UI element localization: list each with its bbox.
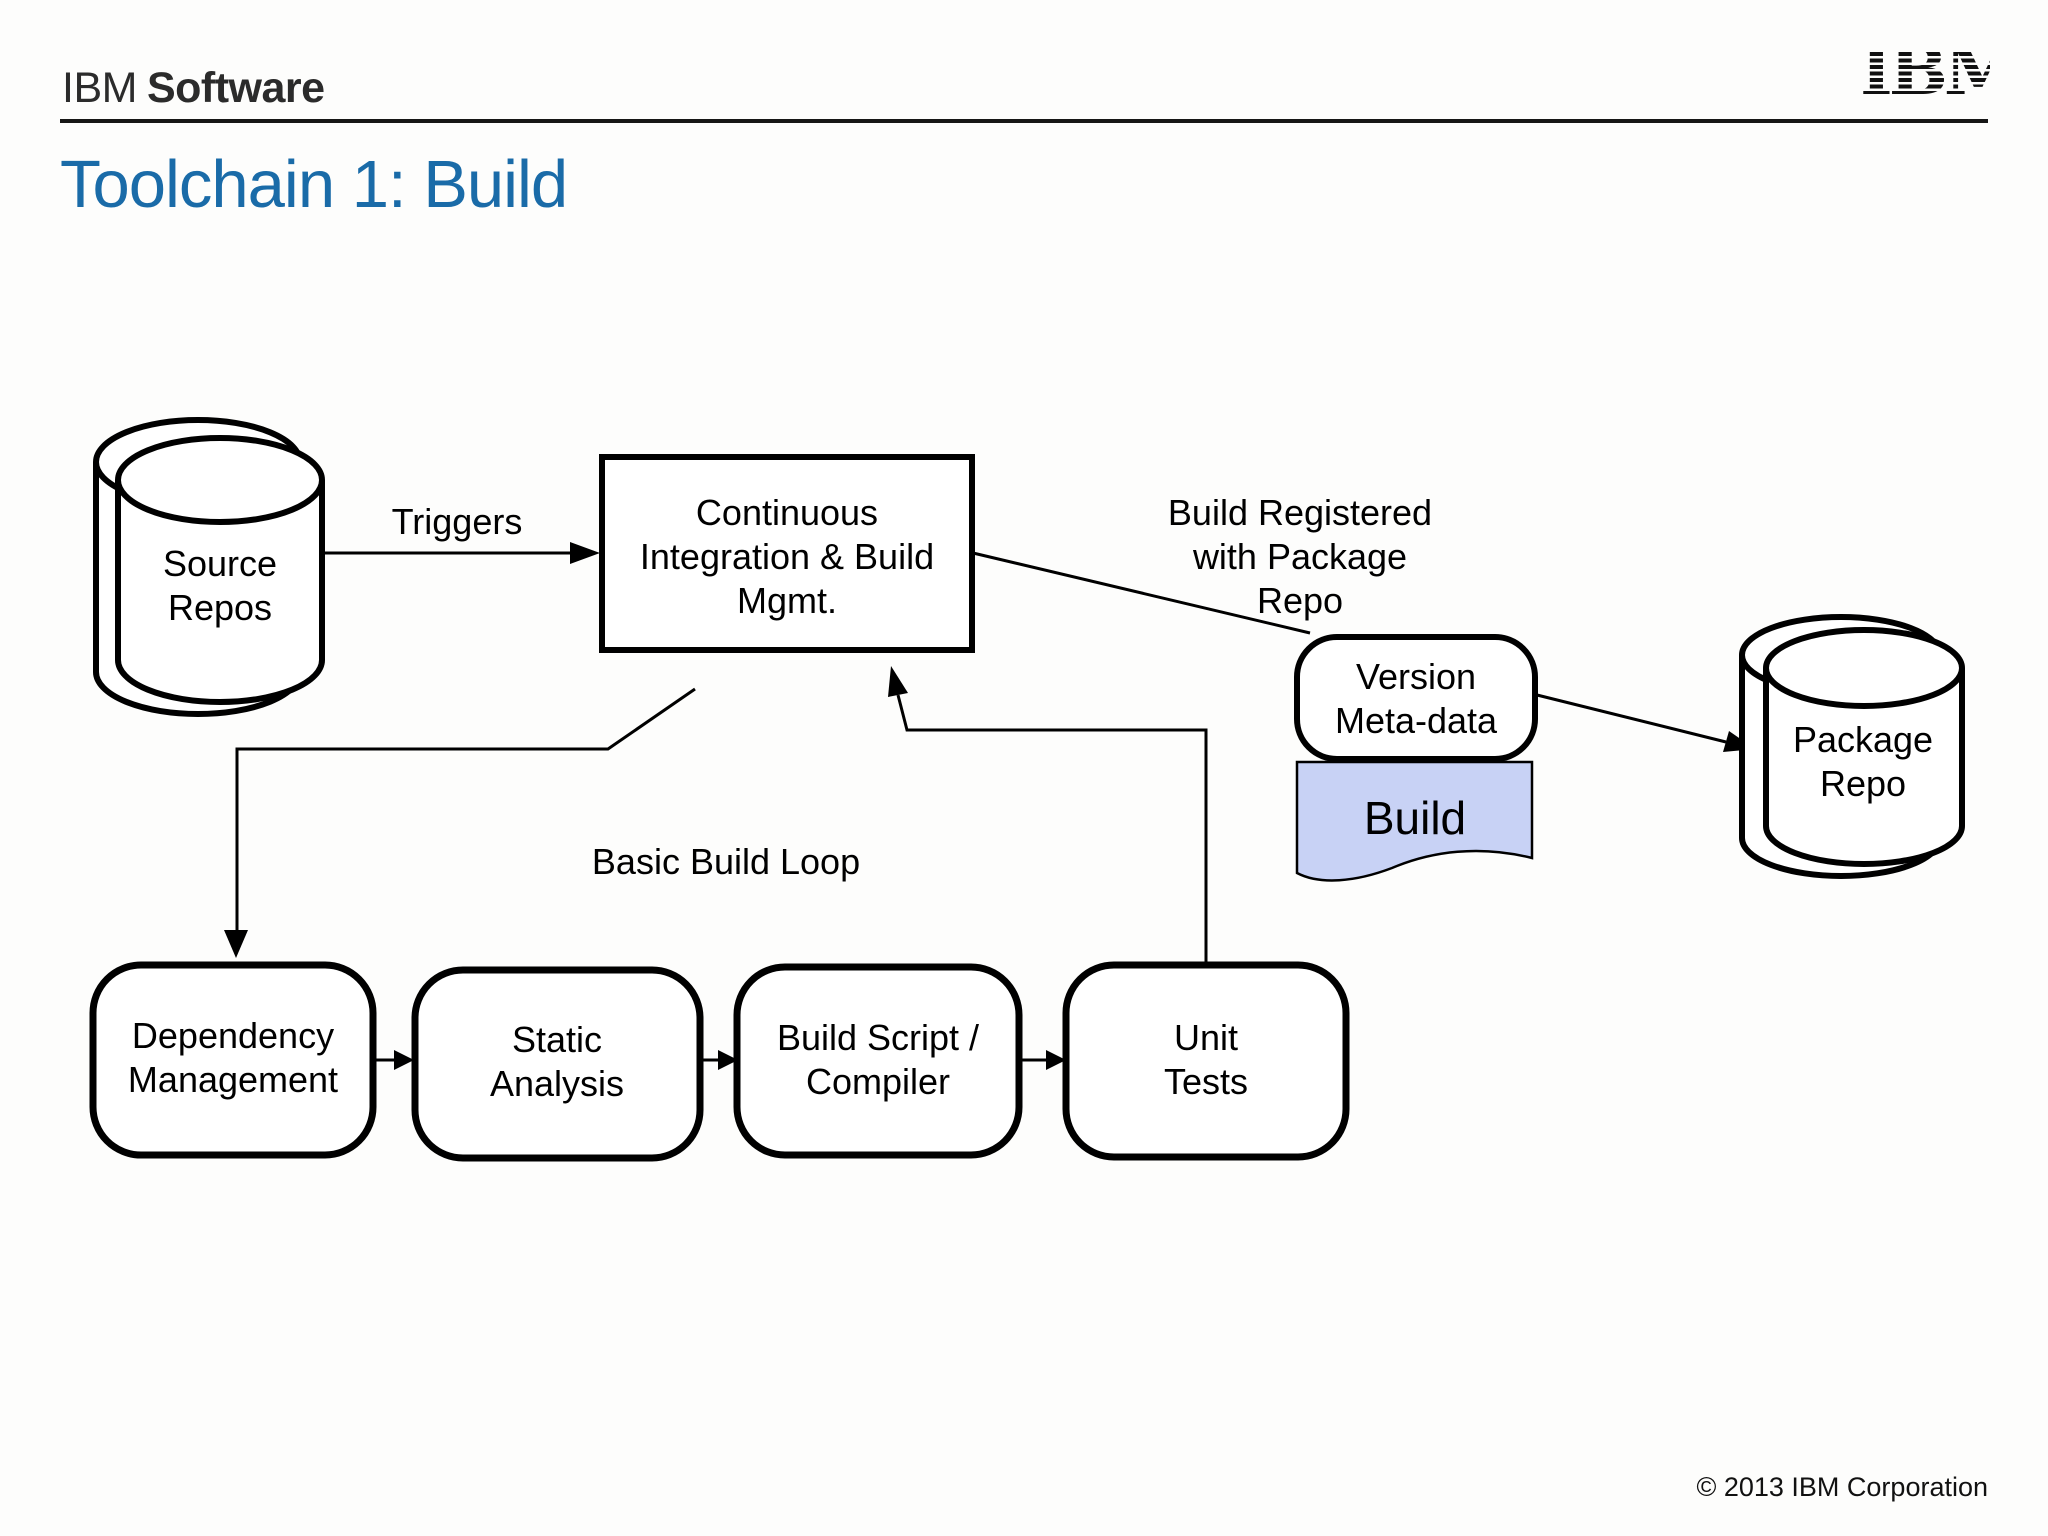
build-document-label: Build	[1363, 792, 1467, 844]
build-script-label: Build Script / Compiler	[776, 1017, 980, 1102]
version-to-package-arrow	[1536, 693, 1755, 752]
bs-to-ut-arrow	[1020, 1050, 1066, 1070]
ibm-logo: IBM	[1860, 52, 1990, 104]
ci-label: Continuous Integration & Build Mgmt.	[639, 492, 935, 621]
dependency-management-label: Dependency Management	[127, 1015, 339, 1100]
triggers-label: Triggers	[391, 501, 523, 542]
ci-to-version-line	[972, 551, 1311, 635]
build-document-shape	[1295, 760, 1534, 882]
brand-suffix: Software	[146, 64, 325, 112]
static-analysis-label: Static Analysis	[489, 1019, 625, 1104]
build-registered-label: Build Registered with Package Repo	[1167, 492, 1433, 621]
package-repo-label: Package Repo	[1792, 719, 1934, 804]
dm-to-sa-arrow	[374, 1050, 414, 1070]
copyright-text: © 2013 IBM Corporation	[1696, 1472, 1988, 1502]
source-repos-label: Source Repos	[162, 543, 278, 628]
unit-tests-box	[1062, 961, 1350, 1161]
ci-to-dependency-arrow	[224, 687, 696, 958]
build-script-box	[733, 963, 1023, 1159]
version-metadata-label: Version Meta-data	[1334, 656, 1498, 741]
triggers-arrow	[322, 542, 600, 564]
sa-to-bs-arrow	[701, 1050, 738, 1070]
header-divider	[60, 119, 1988, 123]
dependency-management-box	[89, 961, 377, 1159]
unittests-to-ci-arrow	[888, 666, 1208, 963]
package-repo-cylinder	[1739, 614, 1965, 879]
static-analysis-box	[411, 966, 704, 1162]
source-repos-cylinder	[93, 417, 325, 717]
version-metadata-box	[1294, 634, 1538, 762]
brand-prefix: IBM	[62, 64, 137, 112]
unit-tests-label: Unit Tests	[1163, 1017, 1249, 1102]
page-title: Toolchain 1: Build	[60, 147, 568, 222]
basic-build-loop-label: Basic Build Loop	[591, 841, 861, 882]
ci-box	[599, 454, 975, 653]
ibm-logo-stripes-overlay	[1860, 52, 1990, 104]
